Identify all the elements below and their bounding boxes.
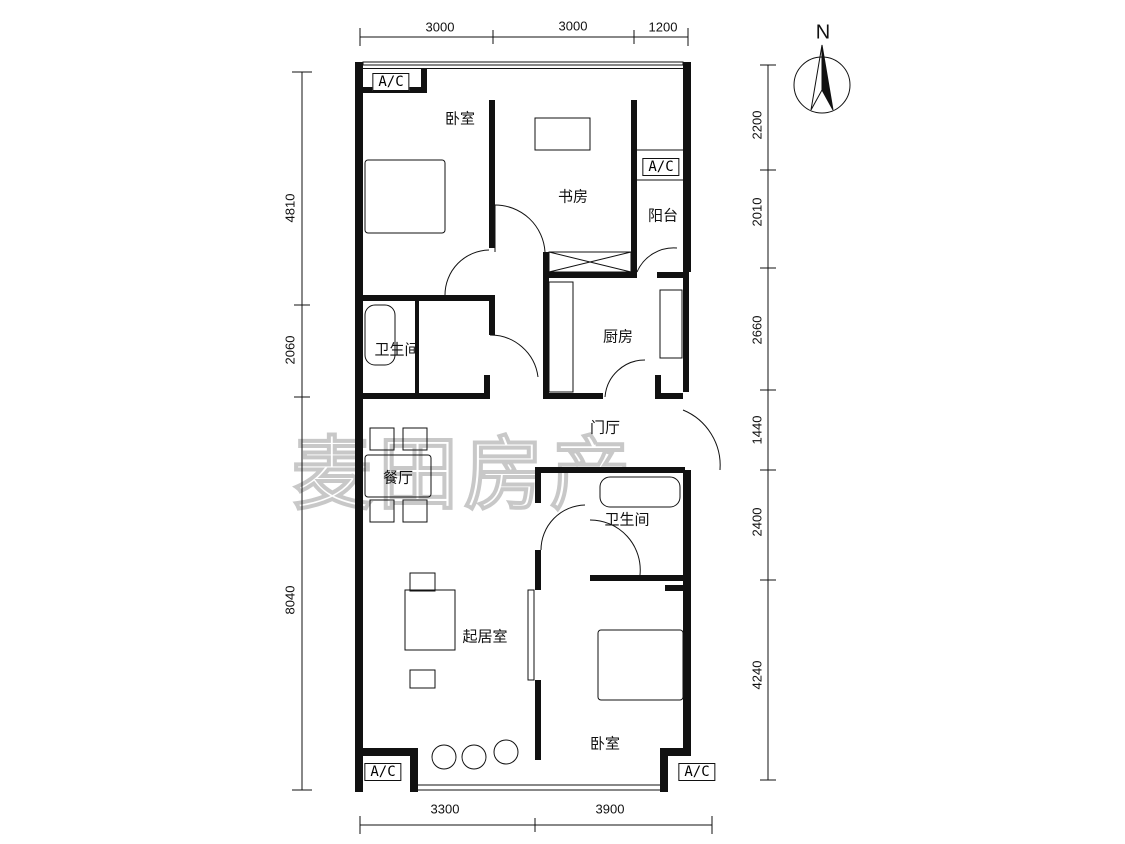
compass (793, 44, 851, 114)
ac-label: A/C (642, 158, 680, 176)
room-label-living: 起居室 (462, 627, 508, 646)
dimension-label: 1200 (648, 19, 678, 35)
ac-label: A/C (678, 763, 716, 781)
dimension-label: 2010 (749, 197, 765, 227)
room-label-bathroom-west: 卫生间 (374, 340, 420, 359)
ac-label: A/C (372, 73, 410, 91)
dimension-label: 3000 (558, 18, 588, 34)
room-label-dining: 餐厅 (382, 468, 414, 487)
dimension-label: 3000 (425, 19, 455, 35)
ac-label: A/C (364, 763, 402, 781)
room-label-balcony: 阳台 (647, 206, 679, 225)
dimension-label: 2060 (282, 335, 298, 365)
dimension-label: 3900 (595, 801, 625, 817)
dimension-label: 2660 (749, 315, 765, 345)
dimension-label: 2200 (749, 110, 765, 140)
dimension-label: 2400 (749, 507, 765, 537)
room-label-kitchen: 厨房 (602, 327, 634, 346)
fixtures (364, 117, 721, 791)
dimension-label: 3300 (430, 801, 460, 817)
dimension-label: 8040 (282, 585, 298, 615)
room-label-bathroom-east: 卫生间 (604, 510, 650, 529)
dimension-label: 4240 (749, 660, 765, 690)
dimension-label: 4810 (282, 193, 298, 223)
dimension-label: 1440 (749, 415, 765, 445)
room-label-foyer: 门厅 (589, 418, 621, 437)
room-label-bedroom-north: 卧室 (444, 109, 476, 128)
room-label-study: 书房 (557, 187, 589, 206)
room-label-bedroom-south: 卧室 (589, 734, 621, 753)
compass-north-label: N (815, 21, 831, 44)
walls (355, 61, 691, 792)
dimension-lines (292, 28, 776, 834)
